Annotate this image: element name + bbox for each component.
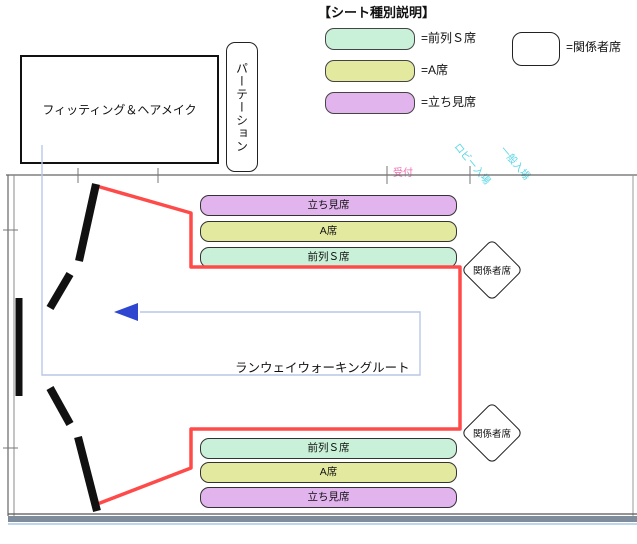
fitting-room-label: フィッティング＆ヘアメイク <box>42 103 197 117</box>
walk-direction-arrow-icon <box>114 303 138 321</box>
annotation-entrance-lobby: ロビー入場 <box>451 141 493 187</box>
legend-label-a-seat: =A席 <box>421 63 449 77</box>
runway-route-label: ランウェイウォーキングルート <box>235 361 410 375</box>
staff-seat-diamond-top: 関係者席 <box>460 238 524 302</box>
partition-label: パーテーション <box>234 61 249 153</box>
seat-row-label: A席 <box>319 225 338 237</box>
stage-wall-bar <box>75 183 100 262</box>
staff-seat-label: 関係者席 <box>472 265 512 277</box>
seat-row-label: 立ち見席 <box>307 199 350 211</box>
seat-row-label: 前列Ｓ席 <box>307 251 350 263</box>
stage-wall-bar <box>46 271 74 311</box>
legend-label-front-s: =前列Ｓ席 <box>421 31 477 45</box>
stage-wall-bar <box>74 436 101 512</box>
seat-row-label: 立ち見席 <box>307 491 350 503</box>
seat-row-standing-bottom: 立ち見席 <box>200 487 457 508</box>
legend-swatch-standing <box>325 92 415 114</box>
seat-row-standing-top: 立ち見席 <box>200 195 457 216</box>
staff-seat-diamond-bottom: 関係者席 <box>460 401 524 465</box>
seat-row-label: A席 <box>319 466 338 478</box>
legend-label-staff: =関係者席 <box>566 40 622 54</box>
legend-swatch-a-seat <box>325 60 415 82</box>
seat-row-front-s-bottom: 前列Ｓ席 <box>200 438 457 459</box>
wall-bottom-band <box>8 516 637 522</box>
seat-row-label: 前列Ｓ席 <box>307 442 350 454</box>
annotation-entrance-general: 一般入場 <box>497 144 532 183</box>
wall-bottom-highlight <box>8 523 637 525</box>
partition: パーテーション <box>226 42 258 172</box>
legend-swatch-staff <box>512 32 560 66</box>
seat-row-front-s-top: 前列Ｓ席 <box>200 247 457 268</box>
stage-wall-bar <box>46 386 74 426</box>
legend-swatch-front-s <box>325 28 415 50</box>
legend-title: 【シート種別説明】 <box>318 5 436 20</box>
fitting-hairmake-room: フィッティング＆ヘアメイク <box>20 55 219 164</box>
seat-row-a-bottom: A席 <box>200 462 457 483</box>
seat-row-a-top: A席 <box>200 221 457 242</box>
annotation-reception: 受付 <box>393 168 413 179</box>
legend-label-standing: =立ち見席 <box>421 95 477 109</box>
staff-seat-label: 関係者席 <box>472 428 512 440</box>
